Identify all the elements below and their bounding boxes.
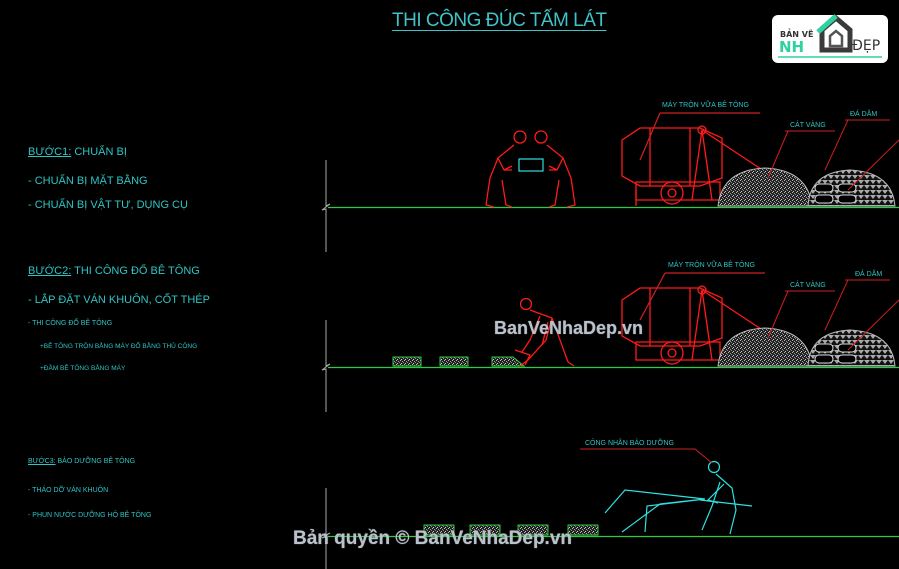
- slab-being-carried: [518, 158, 544, 172]
- leader-lines-1: [767, 119, 899, 191]
- drawing-title: THI CÔNG ĐÚC TẤM LÁT: [392, 10, 607, 31]
- step2-item-1: - LẮP ĐẶT VÁN KHUÔN, CỐT THÉP: [28, 294, 210, 306]
- cast-slabs-3: [423, 524, 599, 536]
- logo-line2a: NH: [779, 38, 805, 56]
- logo-line2b: ĐẸP: [852, 38, 881, 54]
- brand-logo: BẢN VẼ NH ĐẸP: [770, 10, 890, 65]
- step2-subitem-1: +BÊ TÔNG TRỘN BẰNG MÁY ĐỔ BẰNG THỦ CÔNG: [40, 343, 198, 350]
- step1-title: CHUẨN BỊ: [74, 146, 127, 158]
- step3-label: BƯỚC3:: [28, 458, 56, 465]
- callout-mixer-1: MÁY TRỘN VỮA BÊ TÔNG: [662, 102, 749, 109]
- step3-heading: BƯỚC3: BẢO DƯỠNG BÊ TÔNG: [28, 458, 135, 465]
- callout-stone-2: ĐÁ DĂM: [855, 271, 883, 278]
- step2-item-2: - THI CÔNG ĐỔ BÊ TÔNG: [28, 320, 113, 327]
- step1-item-1: - CHUẨN BỊ MẶT BẰNG: [28, 175, 148, 187]
- leader-lines-2: [767, 279, 899, 351]
- watermark-bottom: Bản quyền © BanVeNhaDep.vn: [293, 528, 573, 549]
- sand-pile-2: [717, 327, 813, 367]
- step2-title: THI CÔNG ĐỔ BÊ TÔNG: [74, 265, 200, 277]
- step2-subitem-2: +ĐẦM BÊ TÔNG BẰNG MÁY: [40, 365, 126, 372]
- step1-item-2: - CHUẨN BỊ VẬT TƯ, DỤNG CỤ: [28, 199, 188, 211]
- callout-mixer-2: MÁY TRỘN VỮA BÊ TÔNG: [668, 262, 755, 269]
- callout-stone-1: ĐÁ DĂM: [850, 111, 878, 118]
- concrete-mixer-1: [621, 112, 771, 206]
- concrete-mixer-2: [621, 272, 771, 365]
- callout-sand-1: CÁT VÀNG: [790, 122, 826, 129]
- callout-sand-2: CÁT VÀNG: [790, 282, 826, 289]
- curing-worker: [604, 460, 753, 535]
- workers-carrying-slab: [485, 130, 576, 208]
- step1-label: BƯỚC1:: [28, 146, 72, 158]
- cast-slabs-2: [392, 356, 526, 367]
- ground-lines: [328, 206, 899, 538]
- callout-curing-worker: CÔNG NHÂN BẢO DƯỠNG: [585, 440, 674, 447]
- step3-title: BẢO DƯỠNG BÊ TÔNG: [57, 458, 136, 465]
- house-icon: [772, 14, 888, 63]
- step1-heading: BƯỚC1: CHUẨN BỊ: [28, 146, 127, 158]
- step3-item-1: - THÁO DỠ VÁN KHUÔN: [28, 487, 109, 494]
- watermark-center: BanVeNhaDep.vn: [494, 318, 644, 338]
- worker-pouring: [514, 297, 575, 367]
- step2-label: BƯỚC2:: [28, 265, 72, 277]
- sand-pile-1: [717, 167, 813, 207]
- logo-line1: BẢN VẼ: [780, 30, 814, 39]
- step3-item-2: - PHUN NƯỚC DƯỠNG HỘ BÊ TÔNG: [28, 512, 152, 519]
- stone-bags-1: [814, 183, 857, 204]
- leader-line-3: [580, 448, 713, 464]
- section-break-lines: [321, 160, 331, 569]
- step2-heading: BƯỚC2: THI CÔNG ĐỔ BÊ TÔNG: [28, 265, 200, 277]
